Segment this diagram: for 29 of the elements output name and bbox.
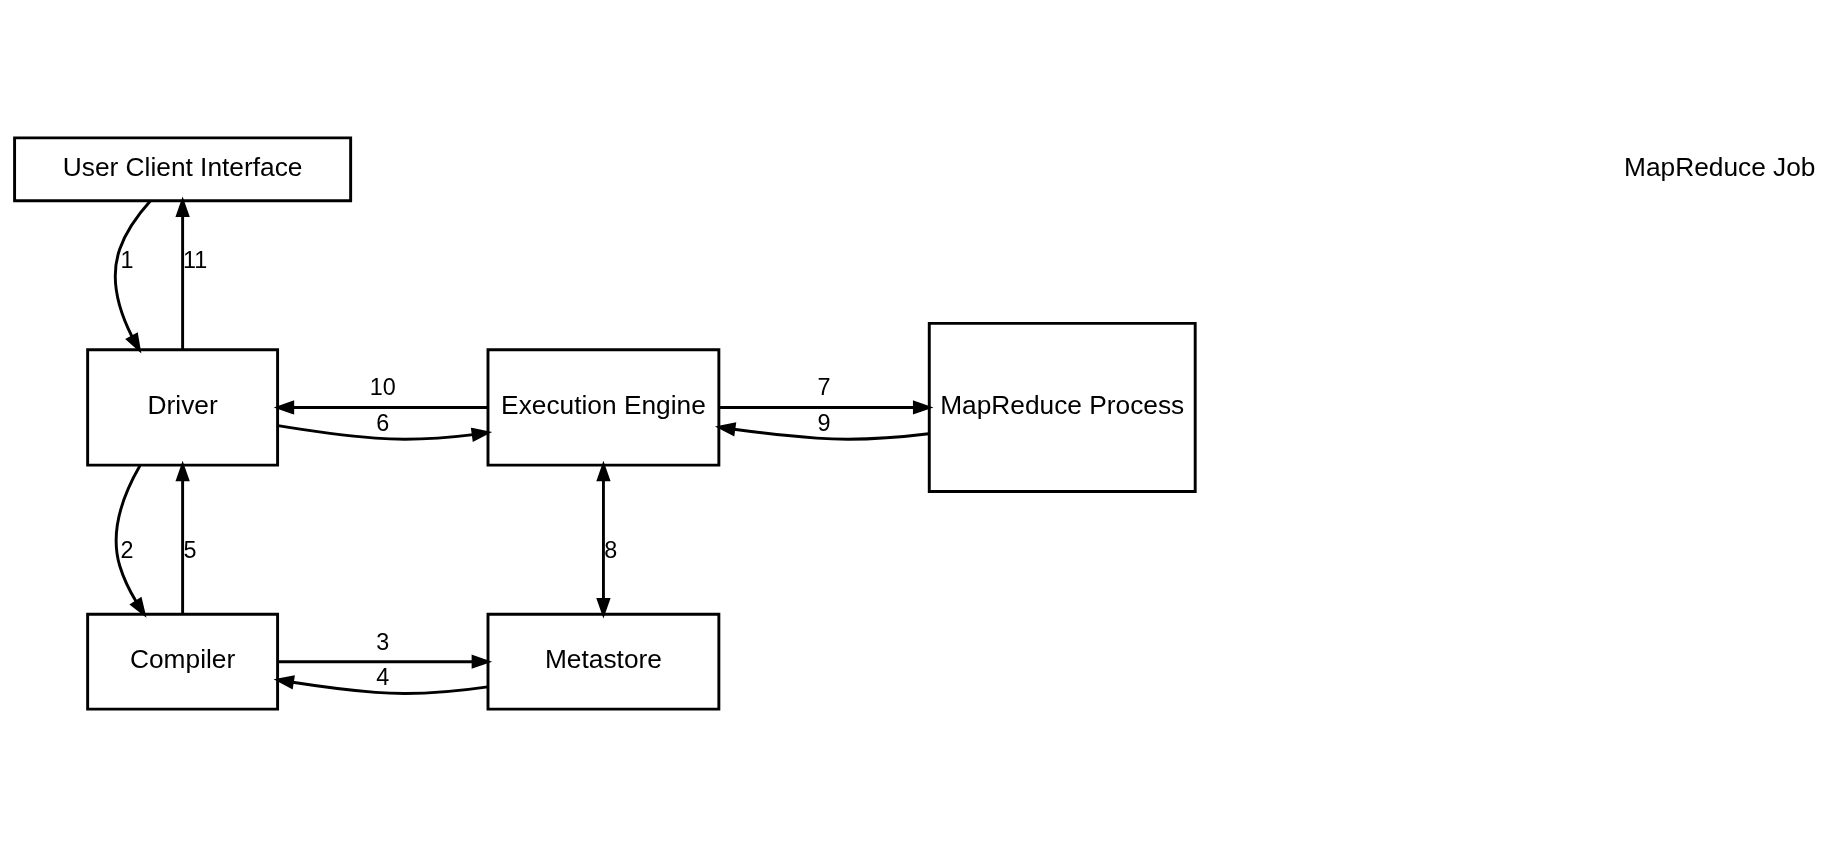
arrow (175, 196, 190, 349)
edge-label: 3 (376, 628, 390, 655)
arrow (114, 464, 147, 618)
arrow (113, 199, 152, 354)
arrow (277, 423, 493, 442)
edge-label: 1 (120, 246, 134, 273)
edge-label: 9 (817, 409, 831, 436)
arrow (278, 654, 493, 669)
edge-label: 8 (604, 536, 618, 563)
arrow (714, 421, 929, 441)
node-box: MapReduce Process (927, 321, 1197, 493)
node-box: Execution Engine (486, 347, 721, 467)
arrow (719, 399, 934, 415)
node-box: User Client Interface (13, 135, 353, 202)
edge-label: 10 (369, 373, 396, 400)
arrow (596, 460, 611, 618)
arrow (273, 674, 488, 695)
edge-label: 6 (376, 409, 390, 436)
edge-label: 7 (817, 373, 831, 400)
edge-label: 2 (120, 536, 134, 563)
arrow (273, 399, 488, 415)
edge-label: 4 (376, 663, 390, 690)
node-box: Driver (86, 347, 280, 467)
node-box: Metastore (486, 612, 721, 711)
node-box: Compiler (86, 612, 280, 711)
label: MapReduce Job (1624, 151, 1816, 182)
edge-label: 5 (183, 536, 197, 563)
arrow (175, 460, 190, 614)
edge-label: 11 (182, 246, 208, 273)
